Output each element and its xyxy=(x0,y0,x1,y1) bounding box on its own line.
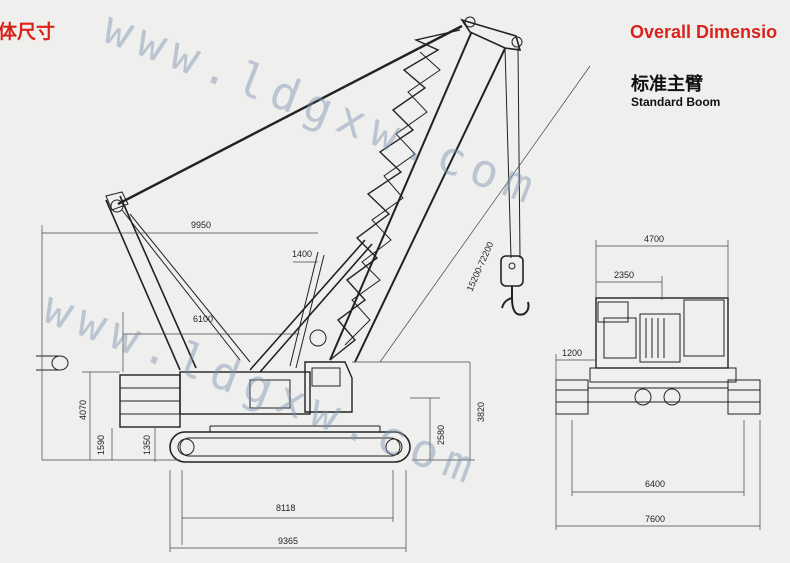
hook-block xyxy=(500,47,530,316)
rear-dimension-lines xyxy=(555,240,761,530)
dim-3820: 3820 xyxy=(476,402,486,422)
dim-1590: 1590 xyxy=(96,435,106,455)
dim-7600: 7600 xyxy=(645,514,665,524)
dim-4700: 4700 xyxy=(644,234,664,244)
counterweight xyxy=(36,355,181,428)
backstop xyxy=(249,239,373,373)
title-cn-left: 体尺寸 xyxy=(0,21,56,43)
dim-1400: 1400 xyxy=(292,249,312,259)
dim-9950: 9950 xyxy=(191,220,211,230)
dim-6100: 6100 xyxy=(193,314,213,324)
dim-9365: 9365 xyxy=(278,536,298,546)
subtitle-standard-boom-cn: 标准主臂 xyxy=(631,74,703,95)
subtitle-standard-boom-en: Standard Boom xyxy=(631,95,721,109)
rear-view xyxy=(555,297,761,415)
crawler-track xyxy=(169,425,411,463)
dim-boom-length: 15200-72200 xyxy=(465,240,496,293)
side-dimension-lines xyxy=(41,65,591,552)
dim-2350: 2350 xyxy=(614,270,634,280)
dim-4070: 4070 xyxy=(78,400,88,420)
upper-house xyxy=(179,329,353,415)
dim-6400: 6400 xyxy=(645,479,665,489)
watermark-text-2: www.ldgxw.com xyxy=(36,280,489,497)
main-boom xyxy=(329,16,523,363)
title-overall-dimensions: Overall Dimensio xyxy=(630,22,778,42)
dim-1350: 1350 xyxy=(142,435,152,455)
dim-1200: 1200 xyxy=(562,348,582,358)
dim-8118: 8118 xyxy=(276,503,295,513)
dim-2580: 2580 xyxy=(436,425,446,445)
gantry-mast xyxy=(105,191,251,371)
boom-pendant xyxy=(117,24,463,206)
